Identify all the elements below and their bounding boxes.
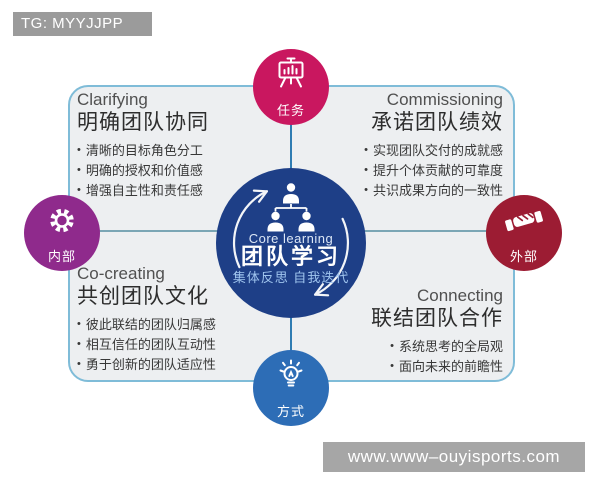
bullet-text: 明确的授权和价值感	[85, 163, 203, 178]
bullet-item: • 彼此联结的团队归属感	[77, 316, 309, 333]
quadrant-cocreating: Co-creating 共创团队文化 • 彼此联结的团队归属感 • 相互信任的团队互动…	[77, 264, 309, 373]
team-hierarchy-icon	[267, 183, 315, 232]
quadrant-title-en: Clarifying	[77, 90, 148, 109]
bullet-dot: •	[77, 358, 81, 370]
node-label: 任务	[276, 103, 305, 118]
node-task: 任务	[253, 49, 329, 125]
quadrant-title-en: Commissioning	[386, 90, 503, 109]
bullet-item: • 实现团队交付的成就感	[271, 142, 503, 159]
gear-icon	[50, 208, 74, 233]
quadrant-title-en: Connecting	[416, 286, 503, 305]
bullet-dot: •	[390, 360, 394, 372]
bullet-text: 清晰的目标角色分工	[85, 143, 203, 158]
bullet-dot: •	[390, 340, 394, 352]
core-subtitle: 集体反思 自我迭代	[232, 270, 350, 285]
bullet-item: • 共识成果方向的一致性	[271, 182, 503, 199]
bullet-text: 增强自主性和责任感	[85, 183, 203, 198]
core-learning-circle: Core learning 团队学习 集体反思 自我迭代	[216, 168, 366, 318]
bullet-item: • 相互信任的团队互动性	[77, 336, 309, 353]
tg-watermark-badge: TG: MYYJJPP	[13, 12, 152, 36]
bullet-dot: •	[364, 164, 368, 176]
bullet-item: • 明确的授权和价值感	[77, 162, 309, 179]
bullet-dot: •	[364, 144, 368, 156]
quadrant-title-zh: 联结团队合作	[371, 307, 503, 330]
bullet-text: 面向未来的前瞻性	[398, 359, 503, 374]
bullet-item: • 清晰的目标角色分工	[77, 142, 309, 159]
bullet-text: 相互信任的团队互动性	[85, 337, 216, 352]
quadrant-title-zh: 共创团队文化	[77, 285, 209, 308]
bullet-item: • 提升个体贡献的可靠度	[271, 162, 503, 179]
bullet-text: 彼此联结的团队归属感	[85, 317, 216, 332]
bullet-list: • 彼此联结的团队归属感 • 相互信任的团队互动性 • 勇于创新的团队适应性	[77, 316, 309, 373]
node-label: 方式	[276, 404, 305, 419]
node-internal: 内部	[24, 195, 100, 271]
bullet-item: • 面向未来的前瞻性	[271, 358, 503, 375]
quadrant-title-zh: 明确团队协同	[77, 111, 209, 134]
quadrant-title-en: Co-creating	[77, 264, 165, 283]
quadrant-commissioning: Commissioning 承诺团队绩效 • 实现团队交付的成就感 • 提升个体贡献的…	[271, 90, 503, 199]
bullet-dot: •	[77, 164, 81, 176]
bullet-list: • 实现团队交付的成就感 • 提升个体贡献的可靠度 • 共识成果方向的一致性	[271, 142, 503, 199]
bullet-text: 共识成果方向的一致性	[372, 183, 503, 198]
quadrant-title-zh: 承诺团队绩效	[371, 111, 503, 134]
bullet-dot: •	[77, 318, 81, 330]
bullet-text: 实现团队交付的成就感	[372, 143, 503, 158]
cycle-arrows-icon	[232, 183, 350, 297]
bullet-list: • 清晰的目标角色分工 • 明确的授权和价值感 • 增强自主性和责任感	[77, 142, 309, 199]
bullet-dot: •	[77, 338, 81, 350]
bullet-item: • 系统思考的全局观	[271, 338, 503, 355]
core-title-en: Core learning	[248, 231, 334, 246]
bullet-item: • 勇于创新的团队适应性	[77, 356, 309, 373]
handshake-icon	[505, 210, 543, 232]
quadrant-clarifying: Clarifying 明确团队协同 • 清晰的目标角色分工 • 明确的授权和价值感 • 增…	[77, 90, 309, 199]
node-external: 外部	[486, 195, 562, 271]
lightbulb-icon	[279, 359, 303, 387]
quadrant-connecting: Connecting 联结团队合作 • 系统思考的全局观 • 面向未来的前瞻性	[271, 286, 503, 375]
node-label: 外部	[509, 249, 538, 264]
node-method: 方式	[253, 350, 329, 426]
bullet-text: 系统思考的全局观	[398, 339, 503, 354]
bullet-dot: •	[364, 184, 368, 196]
bullet-dot: •	[77, 184, 81, 196]
bullet-dot: •	[77, 144, 81, 156]
node-label: 内部	[47, 249, 76, 264]
presentation-chart-icon	[278, 57, 304, 88]
core-title-zh: 团队学习	[240, 244, 341, 269]
bullet-text: 勇于创新的团队适应性	[85, 357, 216, 372]
bullet-text: 提升个体贡献的可靠度	[372, 163, 503, 178]
bullet-list: • 系统思考的全局观 • 面向未来的前瞻性	[271, 338, 503, 375]
site-watermark: www.www–ouyisports.com	[323, 442, 585, 472]
bullet-item: • 增强自主性和责任感	[77, 182, 309, 199]
